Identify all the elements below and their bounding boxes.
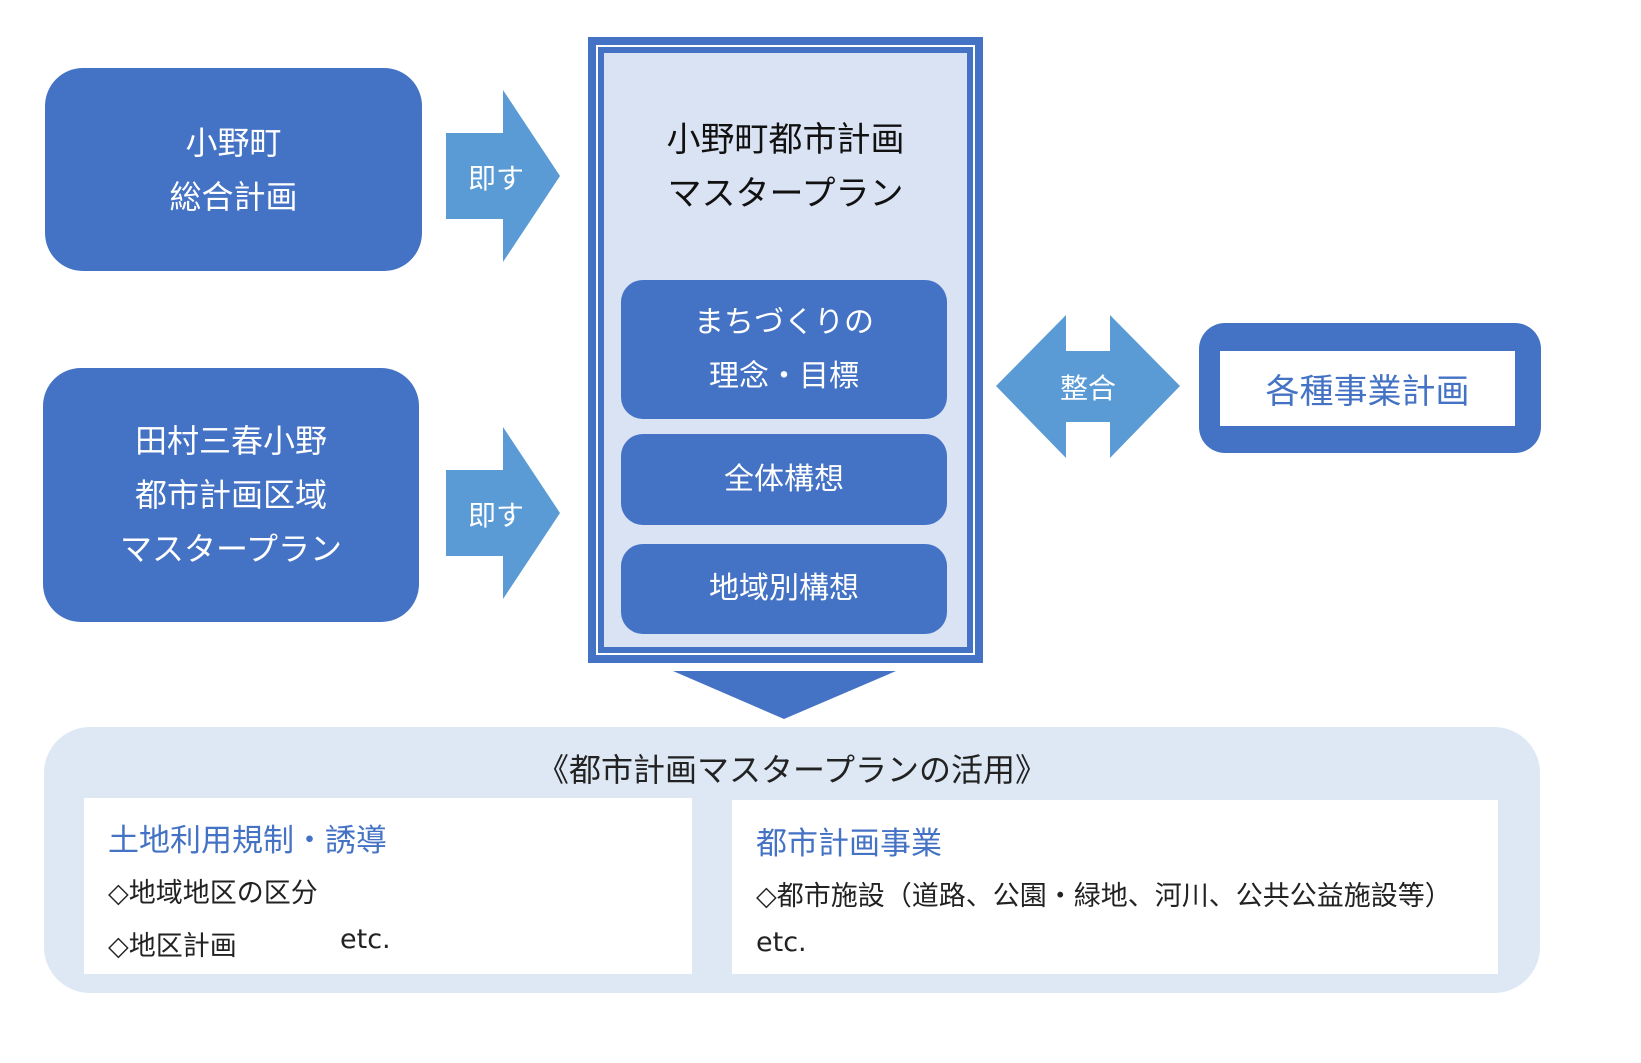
- box-ono-general-plan-line2: 総合計画: [169, 177, 298, 216]
- arrow-top-conform: 即す: [446, 90, 560, 262]
- box-ono-general-plan: 小野町 総合計画: [45, 68, 422, 271]
- card-land-use-line1: ◇地域地区の区分: [108, 878, 318, 909]
- arrow-bottom-shape: [446, 427, 560, 599]
- sub-box-regional-concept: 地域別構想: [621, 544, 947, 634]
- utilization-title: 《都市計画マスタープランの活用》: [536, 751, 1048, 789]
- box-tamura-line3: マスタープラン: [119, 530, 343, 568]
- sub-box-overall-label: 全体構想: [724, 461, 844, 497]
- card-land-use-heading: 土地利用規制・誘導: [108, 823, 387, 859]
- box-tamura-line1: 田村三春小野: [134, 422, 327, 460]
- card-land-use-etc: etc.: [340, 924, 391, 955]
- sub-box-regional-label: 地域別構想: [709, 571, 859, 606]
- card-urban-projects-etc: etc.: [756, 927, 807, 958]
- double-arrow-label: 整合: [1060, 372, 1117, 405]
- sub-box-overall-concept: 全体構想: [621, 434, 947, 525]
- central-title-line2: マスタープラン: [667, 174, 904, 214]
- card-land-use: [84, 798, 692, 974]
- double-arrow-shape: [996, 315, 1180, 458]
- box-tamura-line2: 都市計画区域: [134, 476, 327, 514]
- box-tamura-area-masterplan: 田村三春小野 都市計画区域 マスタープラン: [43, 368, 419, 622]
- box-ono-general-plan-line1: 小野町: [185, 123, 282, 162]
- card-land-use-line2: ◇地区計画: [108, 931, 237, 962]
- central-title: 小野町都市計画 マスタープラン: [604, 113, 967, 221]
- arrow-bottom-label: 即す: [468, 499, 525, 532]
- box-project-plans-label: 各種事業計画: [1265, 372, 1470, 412]
- central-ring: [596, 45, 975, 655]
- sub-box-philosophy-line2: 理念・目標: [709, 358, 859, 394]
- sub-box-philosophy-line1: まちづくりの: [694, 304, 874, 340]
- card-urban-projects-heading: 都市計画事業: [756, 826, 942, 862]
- arrow-top-label: 即す: [468, 162, 525, 195]
- sub-box-philosophy-goals: まちづくりの 理念・目標: [621, 280, 947, 419]
- card-urban-projects: [732, 800, 1498, 974]
- arrow-bottom-conform: 即す: [446, 427, 560, 599]
- arrow-top-shape: [446, 90, 560, 262]
- arrow-down-shape: [673, 671, 896, 719]
- box-project-plans-inner: 各種事業計画: [1220, 351, 1515, 426]
- double-arrow-consistency: 整合: [996, 315, 1180, 458]
- arrow-down-utilization: [673, 671, 896, 719]
- box-project-plans: 各種事業計画: [1199, 323, 1541, 453]
- central-title-line1: 小野町都市計画: [666, 120, 905, 160]
- card-urban-projects-line1: ◇都市施設（道路、公園・緑地、河川、公共公益施設等）: [756, 881, 1452, 912]
